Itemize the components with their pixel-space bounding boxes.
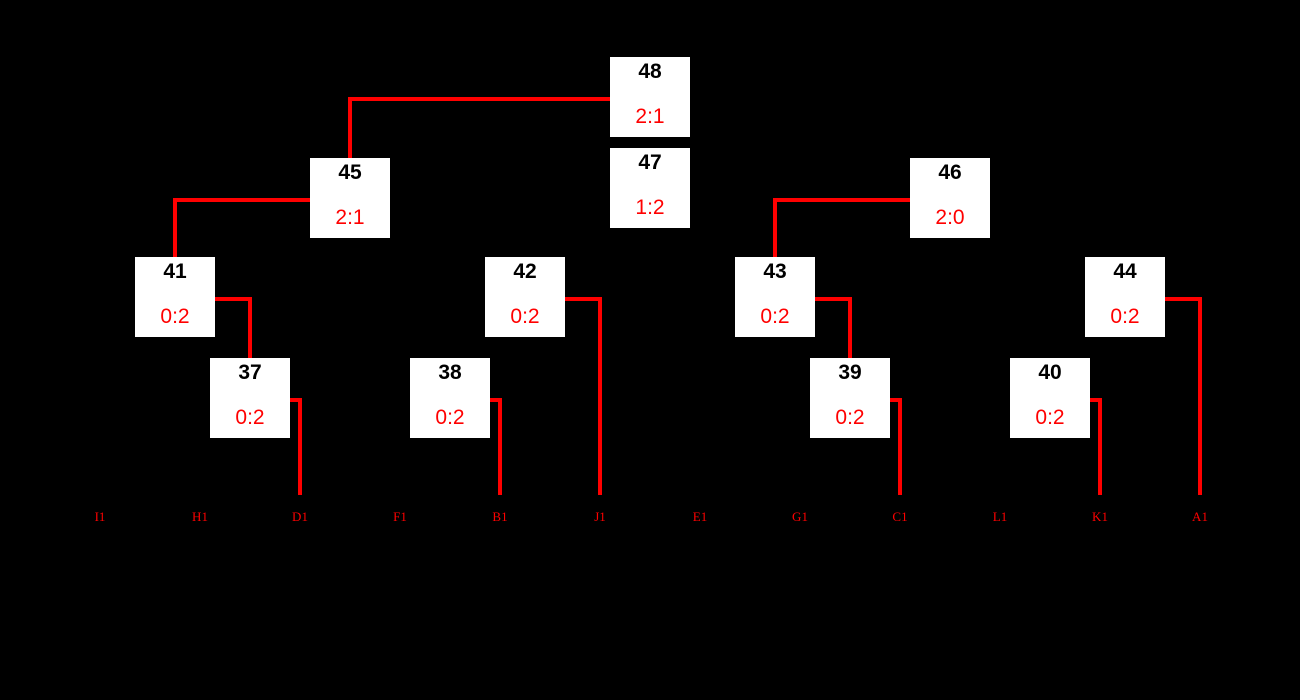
match-node[interactable]: 40 0:2 [1010, 358, 1090, 438]
match-node-id: 48 [638, 60, 662, 83]
bracket-edge [173, 198, 310, 257]
match-node-id: 37 [238, 361, 262, 384]
match-node-score: 2:0 [935, 206, 965, 229]
match-node-score: 2:1 [635, 105, 665, 128]
bracket-edge [565, 297, 602, 495]
match-node-id: 38 [438, 361, 462, 384]
match-node-id: 43 [763, 260, 787, 283]
match-node[interactable]: 39 0:2 [810, 358, 890, 438]
bracket-edge [290, 398, 302, 495]
bracket-edge [773, 198, 910, 257]
match-node-id: 45 [338, 161, 362, 184]
match-node[interactable]: 44 0:2 [1085, 257, 1165, 337]
match-node-score: 0:2 [160, 305, 190, 328]
match-node-score: 0:2 [510, 305, 540, 328]
match-node-id: 39 [838, 361, 862, 384]
leaf-label[interactable]: J1 [594, 509, 606, 524]
match-node-score: 1:2 [635, 196, 665, 219]
bracket-edge [890, 398, 902, 495]
match-node-score: 0:2 [1035, 406, 1065, 429]
match-node-score: 0:2 [835, 406, 865, 429]
match-node[interactable]: 37 0:2 [210, 358, 290, 438]
leaf-label[interactable]: I1 [94, 509, 106, 524]
leaf-label[interactable]: L1 [992, 509, 1008, 524]
match-node[interactable]: 46 2:0 [910, 158, 990, 238]
match-node[interactable]: 48 2:1 [610, 57, 690, 137]
match-node-score: 2:1 [335, 206, 365, 229]
bracket-edge [815, 297, 852, 358]
match-node[interactable]: 45 2:1 [310, 158, 390, 238]
match-node[interactable]: 47 1:2 [610, 148, 690, 228]
match-node-id: 40 [1038, 361, 1062, 384]
match-node-score: 0:2 [235, 406, 265, 429]
bracket-edge [1165, 297, 1202, 495]
leaf-label[interactable]: E1 [692, 509, 708, 524]
match-node-id: 42 [513, 260, 537, 283]
match-node-score: 0:2 [1110, 305, 1140, 328]
match-node-score: 0:2 [435, 406, 465, 429]
leaf-label[interactable]: A1 [1192, 509, 1208, 524]
leaf-label[interactable]: F1 [393, 509, 407, 524]
leaf-label[interactable]: B1 [492, 509, 508, 524]
match-node[interactable]: 38 0:2 [410, 358, 490, 438]
match-node[interactable]: 41 0:2 [135, 257, 215, 337]
leaf-label[interactable]: H1 [192, 509, 208, 524]
match-node[interactable]: 43 0:2 [735, 257, 815, 337]
bracket-edge [1090, 398, 1102, 495]
match-node[interactable]: 42 0:2 [485, 257, 565, 337]
leaf-label[interactable]: C1 [892, 509, 908, 524]
match-node-id: 46 [938, 161, 962, 184]
match-node-id: 47 [638, 151, 662, 174]
bracket-edge [215, 297, 252, 358]
match-node-id: 44 [1113, 260, 1137, 283]
leaf-label[interactable]: D1 [292, 509, 308, 524]
match-node-id: 41 [163, 260, 187, 283]
match-node-score: 0:2 [760, 305, 790, 328]
leaf-label[interactable]: G1 [792, 509, 808, 524]
bracket-edge [348, 97, 610, 158]
bracket-edge [490, 398, 502, 495]
leaf-label[interactable]: K1 [1092, 509, 1108, 524]
